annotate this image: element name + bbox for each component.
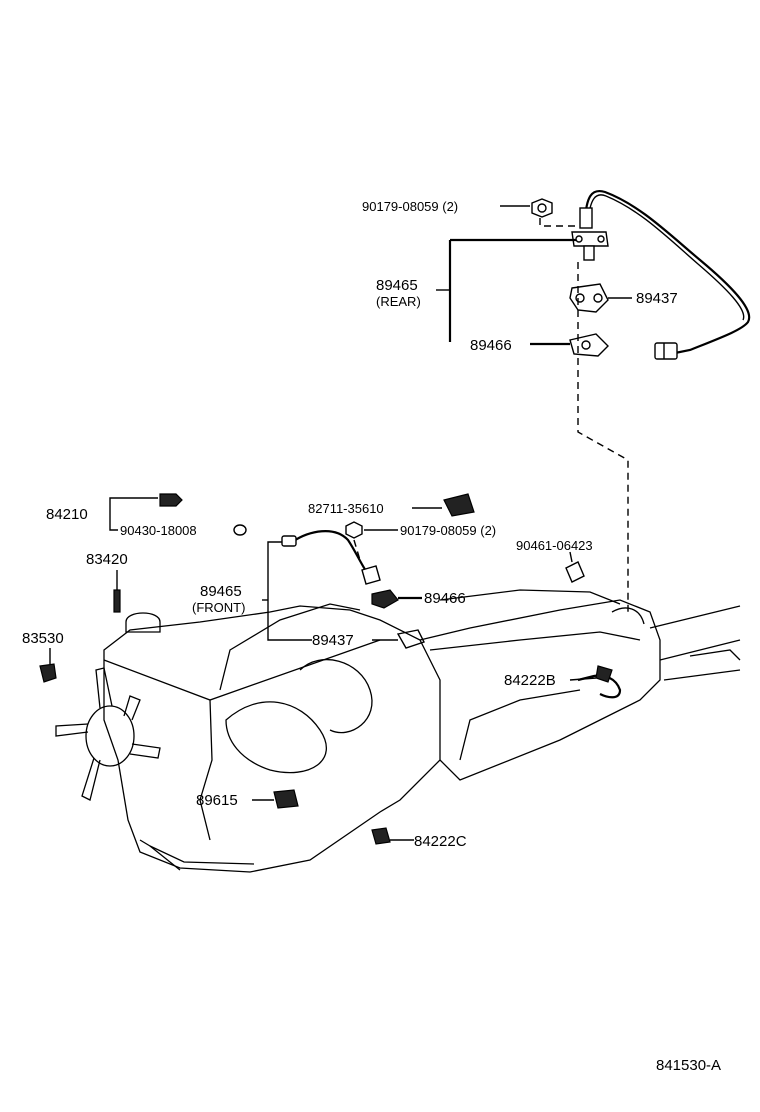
front-gasket-89437: [396, 629, 425, 649]
clip-90461-part: [565, 561, 585, 583]
sensor-89615-part: [273, 789, 299, 809]
label-83420: 83420: [86, 551, 128, 568]
rear-sensor-tip: [583, 245, 595, 261]
switch-84222b-part: [595, 665, 613, 683]
gasket-hole: [581, 340, 591, 350]
label-nut-rear: 90179-08059 (2): [362, 199, 458, 214]
transmission-detail: [459, 689, 581, 761]
label-front-sensor-number: 89465: [200, 583, 242, 600]
sensor-84210-part: [159, 493, 183, 507]
intake-manifold: [219, 603, 361, 691]
leader-84210: [109, 497, 158, 514]
gasket-hole: [575, 293, 585, 303]
switch-84222c-part: [371, 827, 391, 845]
rear-sensor-body: [579, 207, 593, 229]
oil-pan: [149, 845, 255, 865]
engine-block: [103, 605, 441, 873]
gasket-hole: [593, 293, 603, 303]
prop-shaft-detail: [689, 649, 741, 661]
front-sensor-cable: [291, 530, 369, 575]
label-rear-sensor-position: (REAR): [376, 294, 421, 309]
engine-side-edge: [199, 699, 213, 841]
filler-cap: [125, 612, 161, 633]
leader-90461: [569, 551, 573, 563]
label-83530: 83530: [22, 630, 64, 647]
rear-sensor-install-dash: [577, 262, 629, 612]
transmission-case: [419, 599, 661, 781]
front-sensor-connector: [281, 535, 297, 547]
front-gasket-89466: [371, 589, 399, 609]
diagram-code: 841530-A: [656, 1057, 721, 1074]
sensor-83530-part: [39, 663, 57, 683]
label-rear-gasket-89466: 89466: [470, 337, 512, 354]
rear-sensor-cable-inner: [587, 194, 745, 321]
fan-blade: [55, 723, 89, 737]
nut-to-sensor-dash: [539, 218, 578, 227]
fan-hub: [85, 705, 135, 767]
fan-blade: [95, 667, 113, 709]
label-84222b: 84222B: [504, 672, 556, 689]
label-nut-front: 90179-08059 (2): [400, 523, 496, 538]
callout-labels: 90179-08059 (2) 89465 (REAR) 89437 89466…: [22, 199, 721, 1074]
sensor-83420-part: [113, 589, 121, 613]
fan-blade: [81, 757, 101, 801]
label-82711: 82711-35610: [308, 501, 384, 516]
transmission-edge: [429, 631, 641, 651]
rear-gasket-89437: [569, 283, 609, 313]
fan-blade: [129, 743, 161, 759]
fan-blade: [123, 695, 141, 721]
prop-shaft-bottom: [659, 639, 741, 661]
prop-shaft-lower: [663, 669, 741, 681]
rear-sensor-connector: [654, 342, 678, 360]
rear-flange-hole: [597, 235, 605, 243]
prop-shaft-top: [649, 605, 741, 629]
label-84210: 84210: [46, 506, 88, 523]
rear-sensor-flange: [571, 231, 609, 247]
label-84222c: 84222C: [414, 833, 467, 850]
rear-flange-hole: [575, 235, 583, 243]
front-sensor-body: [361, 565, 381, 585]
front-parts-group: [39, 493, 622, 845]
bracket-82711-part: [443, 493, 475, 517]
label-rear-sensor-number: 89465: [376, 277, 418, 294]
o-ring-90430: [233, 524, 247, 536]
label-90430: 90430-18008: [120, 523, 197, 538]
transfer-housing: [611, 607, 645, 625]
leader-90430: [109, 514, 118, 531]
label-90461: 90461-06423: [516, 538, 593, 553]
front-nut: [345, 521, 363, 539]
rear-sensor-cable: [583, 189, 751, 355]
oil-pan-edge: [139, 839, 181, 871]
engine-detail: [225, 701, 327, 774]
label-89615: 89615: [196, 792, 238, 809]
leader-84222b: [569, 677, 597, 681]
rear-oxygen-sensor-group: [436, 189, 751, 612]
label-rear-gasket-89437: 89437: [636, 290, 678, 307]
engine-top-edge: [103, 639, 381, 701]
label-front-sensor-position: (FRONT): [192, 600, 245, 615]
exhaust-pipe: [439, 589, 621, 605]
bracket-front-group: [267, 541, 312, 641]
label-front-gasket-89466: 89466: [424, 590, 466, 607]
rear-nut-hole: [537, 203, 547, 213]
label-front-gasket-89437: 89437: [312, 632, 354, 649]
engine-detail: [299, 658, 373, 734]
engine-transmission-outline: [55, 589, 741, 873]
